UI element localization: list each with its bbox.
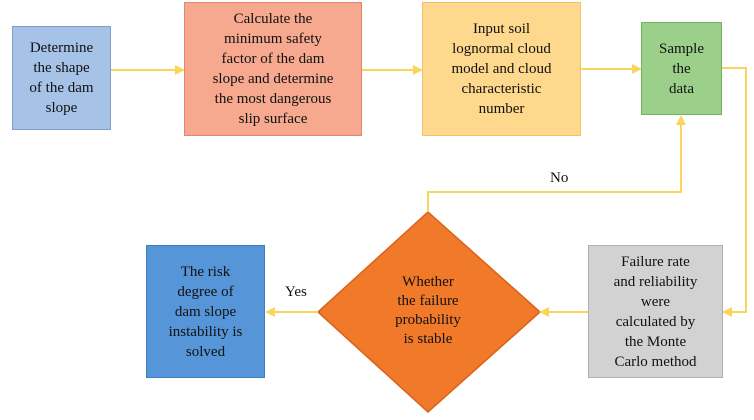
determine-shape-box: Determine the shape of the dam slope: [12, 26, 111, 130]
calculate-safety-factor-text: Calculate the minimum safety factor of t…: [212, 11, 334, 127]
calculate-safety-factor-box: Calculate the minimum safety factor of t…: [184, 2, 362, 136]
arrow-decision-no-to-sample: [427, 115, 686, 212]
sample-data-box: Sample the data: [641, 22, 722, 115]
sample-data-text: Sample the data: [659, 40, 704, 97]
input-cloud-model-text: Input soil lognormal cloud model and clo…: [451, 21, 552, 117]
decision-text-wrapper: Whether the failure probability is stabl…: [353, 268, 503, 354]
yes-label: Yes: [285, 284, 307, 300]
decision-diamond: [316, 210, 542, 414]
determine-shape-text: Determine the shape of the dam slope: [29, 40, 94, 116]
input-cloud-model-box: Input soil lognormal cloud model and clo…: [422, 2, 581, 136]
monte-carlo-box: Failure rate and reliability were calcul…: [588, 245, 723, 378]
no-label: No: [550, 170, 569, 186]
risk-degree-box: The risk degree of dam slope instability…: [146, 245, 265, 378]
monte-carlo-text: Failure rate and reliability were calcul…: [613, 253, 698, 370]
decision-text: Whether the failure probability is stabl…: [395, 274, 461, 347]
arrow-sample-to-failure: [722, 67, 747, 317]
risk-degree-text: The risk degree of dam slope instability…: [168, 263, 243, 360]
